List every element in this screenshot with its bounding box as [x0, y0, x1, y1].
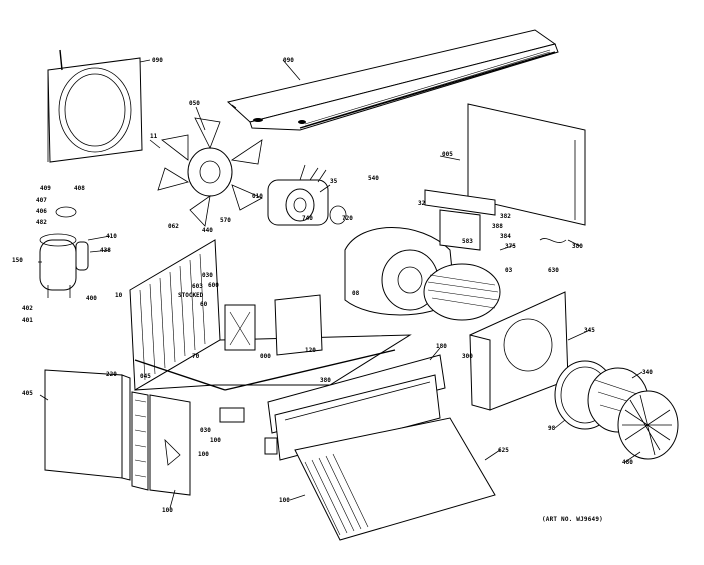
- air-deflector: [219, 354, 446, 461]
- part-label: 407: [36, 197, 47, 204]
- part-label: 70: [192, 353, 200, 360]
- front-grille: [264, 417, 496, 541]
- part-label: 005: [442, 151, 453, 158]
- part-label: 100: [198, 451, 209, 458]
- part-label: 340: [642, 369, 653, 376]
- part-label: 408: [74, 185, 85, 192]
- fan-motor: [267, 164, 347, 226]
- part-label: 409: [40, 185, 51, 192]
- part-label: 384: [500, 233, 511, 240]
- part-label: 090: [283, 57, 294, 64]
- part-label: 100: [279, 497, 290, 504]
- part-label: 35: [330, 178, 338, 185]
- part-label: STOCKED: [178, 292, 204, 299]
- part-label: 440: [202, 227, 213, 234]
- part-label: 405: [22, 390, 33, 397]
- fan-grille: [554, 360, 679, 460]
- part-label: 603: [192, 283, 203, 290]
- part-label: 388: [492, 223, 503, 230]
- part-label: 410: [106, 233, 117, 240]
- part-label: 402: [22, 305, 33, 312]
- part-label: 050: [189, 100, 200, 107]
- part-label: 720: [342, 215, 353, 222]
- part-label: 10: [115, 292, 123, 299]
- art-number: (ART NO. WJ9649): [542, 516, 603, 523]
- part-label: 030: [202, 272, 213, 279]
- compressor: [39, 206, 89, 298]
- part-label: 100: [162, 507, 173, 514]
- control-bracket: [224, 294, 323, 356]
- blower-assembly: [344, 189, 501, 321]
- part-label: 570: [220, 217, 231, 224]
- part-label: 090: [152, 57, 163, 64]
- evaporator-coil: [131, 391, 191, 496]
- part-label: 540: [368, 175, 379, 182]
- part-label: 08: [352, 290, 360, 297]
- part-label: 32: [418, 200, 426, 207]
- part-label: 380: [320, 377, 331, 384]
- part-label: 583: [462, 238, 473, 245]
- part-label: 180: [436, 343, 447, 350]
- part-label: 740: [302, 215, 313, 222]
- front-panel: [44, 369, 131, 481]
- part-label: 11: [150, 133, 158, 140]
- part-label: 406: [36, 208, 47, 215]
- part-label: 630: [548, 267, 559, 274]
- part-label: 98: [548, 425, 556, 432]
- part-label: 062: [168, 223, 179, 230]
- part-label: 120: [305, 347, 316, 354]
- part-label: 400: [86, 295, 97, 302]
- part-label: 030: [200, 427, 211, 434]
- part-label: 60: [200, 301, 208, 308]
- part-label: 03: [505, 267, 513, 274]
- leader-lines: [38, 59, 643, 509]
- part-label: 625: [498, 447, 509, 454]
- part-labels: 090 090 050 11 010 35 540 005 32 382 388…: [12, 57, 653, 514]
- part-label: 380: [572, 243, 583, 250]
- condenser-shroud: [47, 49, 143, 163]
- part-label: 600: [208, 282, 219, 289]
- part-label: 401: [22, 317, 33, 324]
- part-label: 100: [210, 437, 221, 444]
- base-pan: [129, 239, 412, 391]
- fan-blade: [157, 117, 263, 227]
- top-cover-panel: [226, 29, 559, 131]
- part-label: 300: [462, 353, 473, 360]
- part-label: 480: [622, 459, 633, 466]
- side-panel: [467, 103, 586, 243]
- part-label: 482: [36, 219, 47, 226]
- part-label: 045: [140, 373, 151, 380]
- orifice-plate: [469, 291, 569, 411]
- part-label: 382: [500, 213, 511, 220]
- part-label: 010: [252, 193, 263, 200]
- part-label: 000: [260, 353, 271, 360]
- part-label: 150: [12, 257, 23, 264]
- part-label: 220: [106, 371, 117, 378]
